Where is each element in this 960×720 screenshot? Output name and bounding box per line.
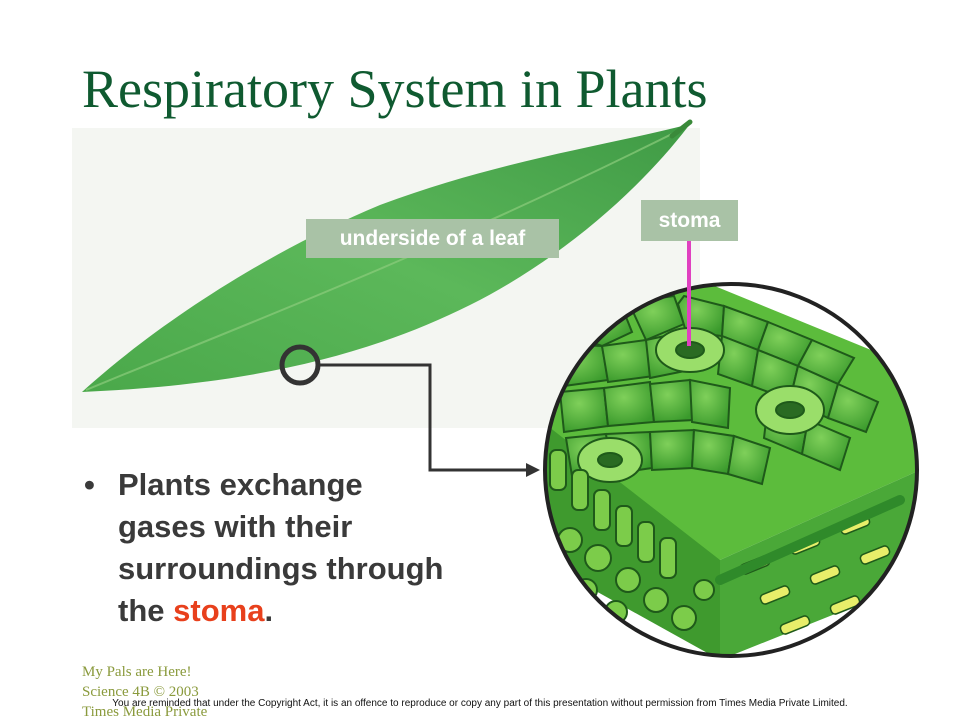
slide-title: Respiratory System in Plants — [82, 59, 708, 119]
connector-line — [318, 363, 528, 472]
label-underside-of-leaf: underside of a leaf — [306, 219, 559, 258]
magnified-circle-border — [543, 282, 919, 658]
leaf-shape — [82, 124, 690, 392]
leaf-stem — [669, 119, 693, 139]
bullet-text-end: . — [264, 593, 274, 628]
label-stoma: stoma — [641, 200, 738, 241]
leaf-cross-section — [545, 284, 917, 656]
bullet-text-main: Plants exchange gases with their surroun… — [118, 467, 444, 628]
bullet-text: Plants exchange gases with their surroun… — [118, 464, 454, 632]
leaf-midrib — [85, 125, 689, 391]
bullet-highlight-stoma: stoma — [173, 593, 265, 628]
connector-arrowhead — [526, 463, 540, 477]
bullet-marker: • — [84, 467, 95, 502]
bullet-point: • Plants exchange gases with their surro… — [84, 464, 454, 632]
footer-credit: My Pals are Here! Science 4B © 2003 Time… — [82, 664, 208, 720]
copyright-notice: You are reminded that under the Copyrigh… — [112, 698, 848, 709]
